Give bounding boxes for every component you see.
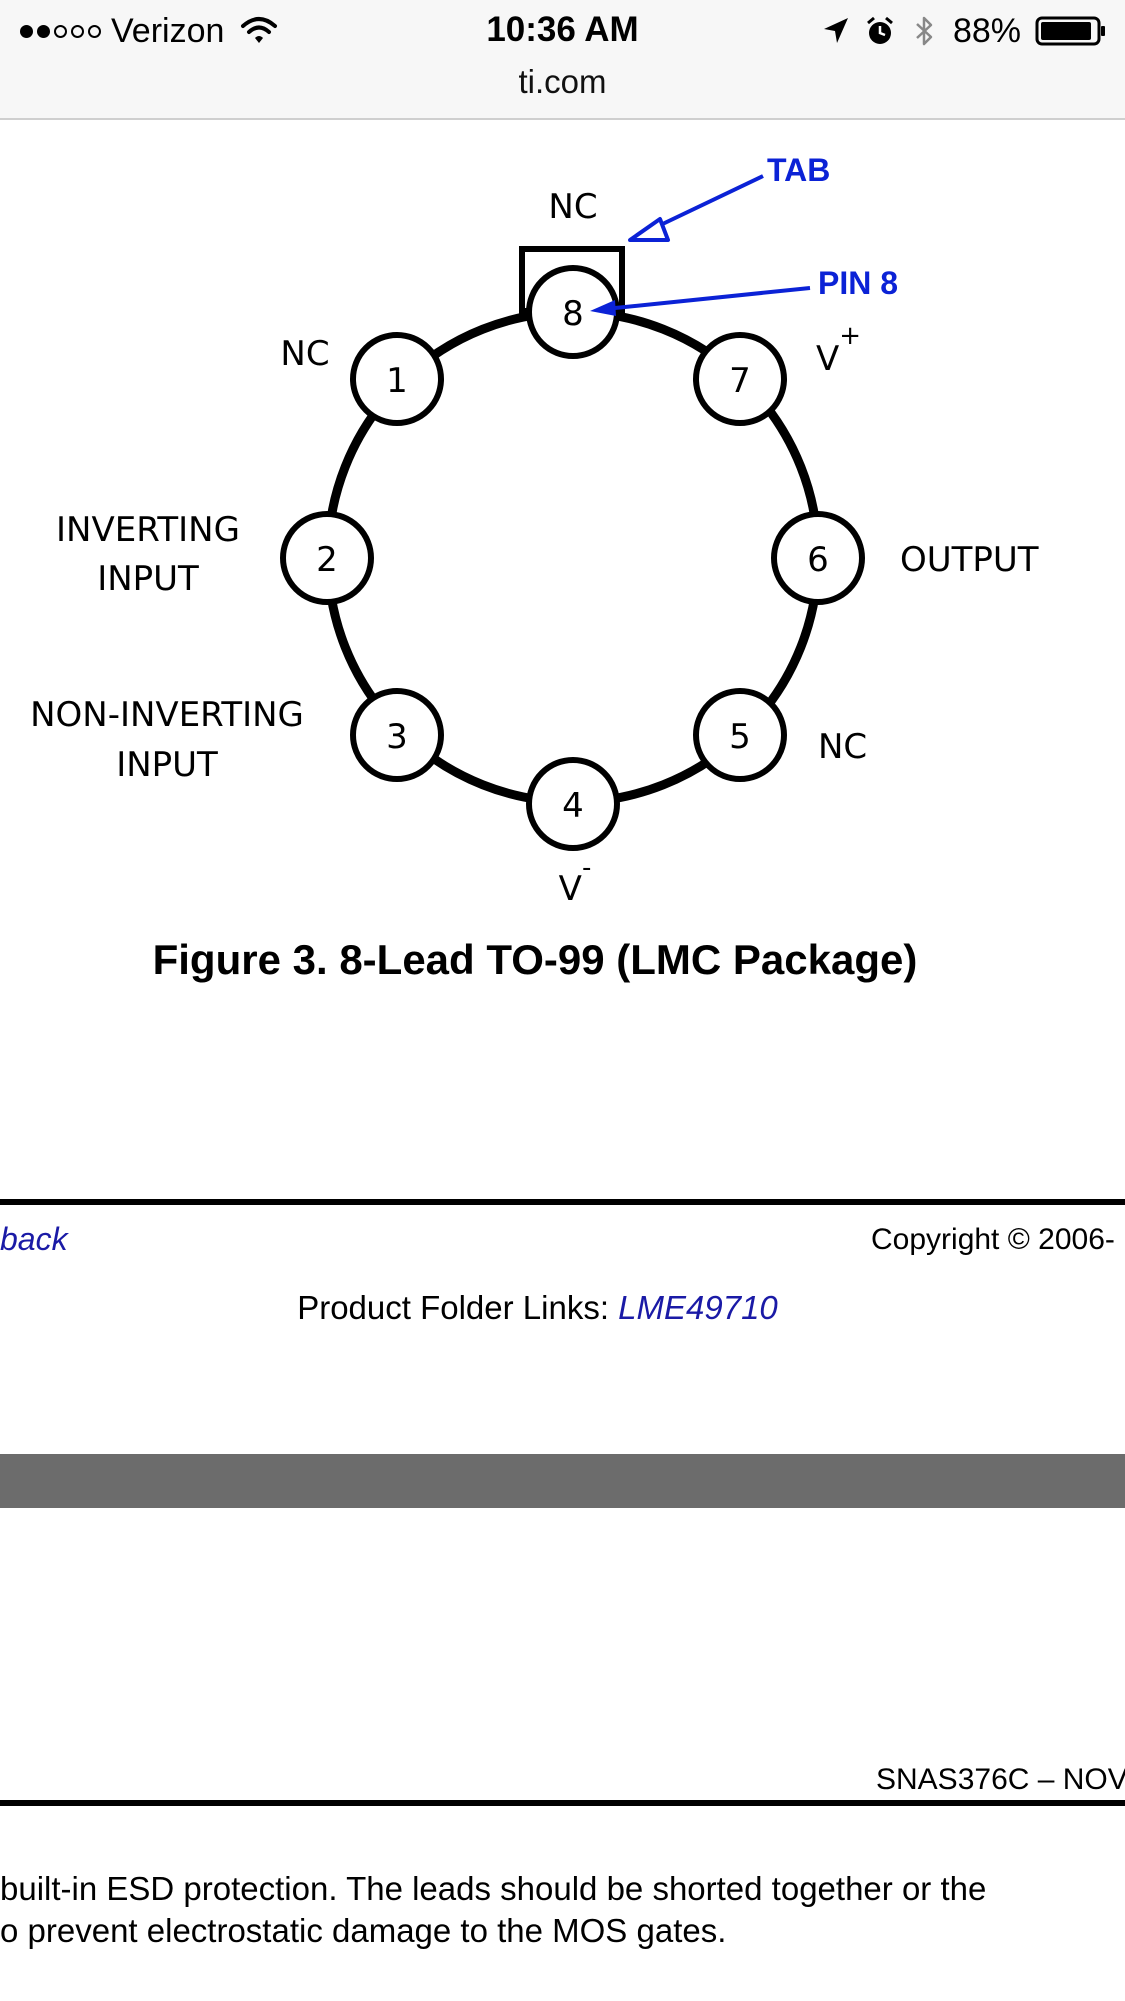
tab-callout-line	[649, 174, 764, 232]
pin-7-label-text: V	[816, 339, 839, 379]
header-divider	[0, 1800, 1125, 1806]
pin-5-label: NC	[818, 727, 867, 767]
tab-callout-arrowhead	[628, 217, 670, 242]
pin8-callout-arrowhead	[590, 300, 616, 316]
product-folder-link-lme49710[interactable]: LME49710	[618, 1289, 778, 1326]
status-bar: Verizon 10:36 AM 88%	[0, 0, 1125, 62]
location-arrow-icon	[823, 18, 848, 43]
document-id: SNAS376C – NOV	[876, 1763, 1125, 1796]
tab-callout-label: TAB	[767, 152, 830, 188]
wifi-icon	[241, 17, 278, 43]
pin-1: 1	[350, 332, 444, 426]
pin-number: 6	[807, 540, 829, 580]
signal-dot	[88, 24, 101, 38]
pin-4-label-text: V	[559, 869, 582, 909]
product-folder-links: Product Folder Links: LME49710	[0, 1288, 1075, 1328]
signal-dot	[37, 24, 50, 38]
pinout-diagram: 8 7 6 5 4 3 2 1 NC NC INVERTING INPUT NO…	[30, 152, 1039, 909]
pin-number: 7	[729, 361, 751, 401]
pin-3-label-line2: INPUT	[116, 745, 218, 785]
pin-2: 2	[280, 511, 374, 605]
pin-3: 3	[350, 688, 444, 782]
pin-number: 1	[386, 361, 408, 401]
pin-1-label: NC	[280, 334, 329, 374]
pin-number: 4	[562, 786, 584, 826]
battery-percentage: 88%	[952, 12, 1021, 50]
pin-number: 2	[316, 540, 338, 580]
body-paragraph: built-in ESD protection. The leads shoul…	[0, 1868, 1125, 1952]
feedback-link[interactable]: back	[0, 1221, 68, 1257]
pin-2-label-line2: INPUT	[97, 559, 199, 599]
pin-7-label: V+	[816, 321, 861, 379]
battery-icon	[1035, 16, 1105, 46]
signal-dot	[54, 24, 67, 38]
pin-7-superscript: +	[839, 321, 861, 351]
pin-3-label-line1: NON-INVERTING	[30, 695, 304, 735]
signal-dot	[71, 24, 84, 38]
pin-6-label: OUTPUT	[900, 540, 1039, 580]
page-separator-band	[0, 1454, 1125, 1508]
signal-strength-icon	[20, 24, 101, 38]
figure-caption: Figure 3. 8-Lead TO-99 (LMC Package)	[152, 936, 918, 983]
carrier-name: Verizon	[111, 12, 225, 50]
pin8-callout-label: PIN 8	[818, 265, 898, 301]
pin-8-label: NC	[548, 187, 597, 227]
pin-8: 8	[526, 265, 620, 359]
pin8-callout-line	[614, 286, 811, 310]
status-time: 10:36 AM	[486, 10, 639, 49]
body-line: built-in ESD protection. The leads shoul…	[0, 1870, 987, 1907]
url-bar[interactable]: ti.com	[518, 63, 607, 100]
copyright-text: Copyright © 2006-	[871, 1223, 1115, 1256]
pin-6: 6	[771, 511, 865, 605]
browser-top-bar: Verizon 10:36 AM 88%	[0, 0, 1125, 120]
bluetooth-icon	[916, 16, 933, 46]
pin-number: 8	[562, 294, 584, 334]
pin-7: 7	[693, 332, 787, 426]
pin-number: 3	[386, 717, 408, 757]
pin-2-label-line1: INVERTING	[56, 510, 240, 550]
pin-4-superscript: -	[582, 853, 591, 883]
alarm-clock-icon	[866, 16, 893, 44]
pin-5: 5	[693, 688, 787, 782]
pin-number: 5	[729, 717, 751, 757]
signal-dot	[20, 24, 33, 38]
pin-4: 4	[526, 757, 620, 851]
footer-divider	[0, 1199, 1125, 1205]
pin-4-label: V-	[559, 853, 592, 909]
status-icons: 88%	[821, 12, 1107, 50]
product-folder-prefix: Product Folder Links:	[297, 1289, 619, 1326]
carrier-group: Verizon	[20, 12, 278, 50]
body-line: o prevent electrostatic damage to the MO…	[0, 1912, 727, 1949]
